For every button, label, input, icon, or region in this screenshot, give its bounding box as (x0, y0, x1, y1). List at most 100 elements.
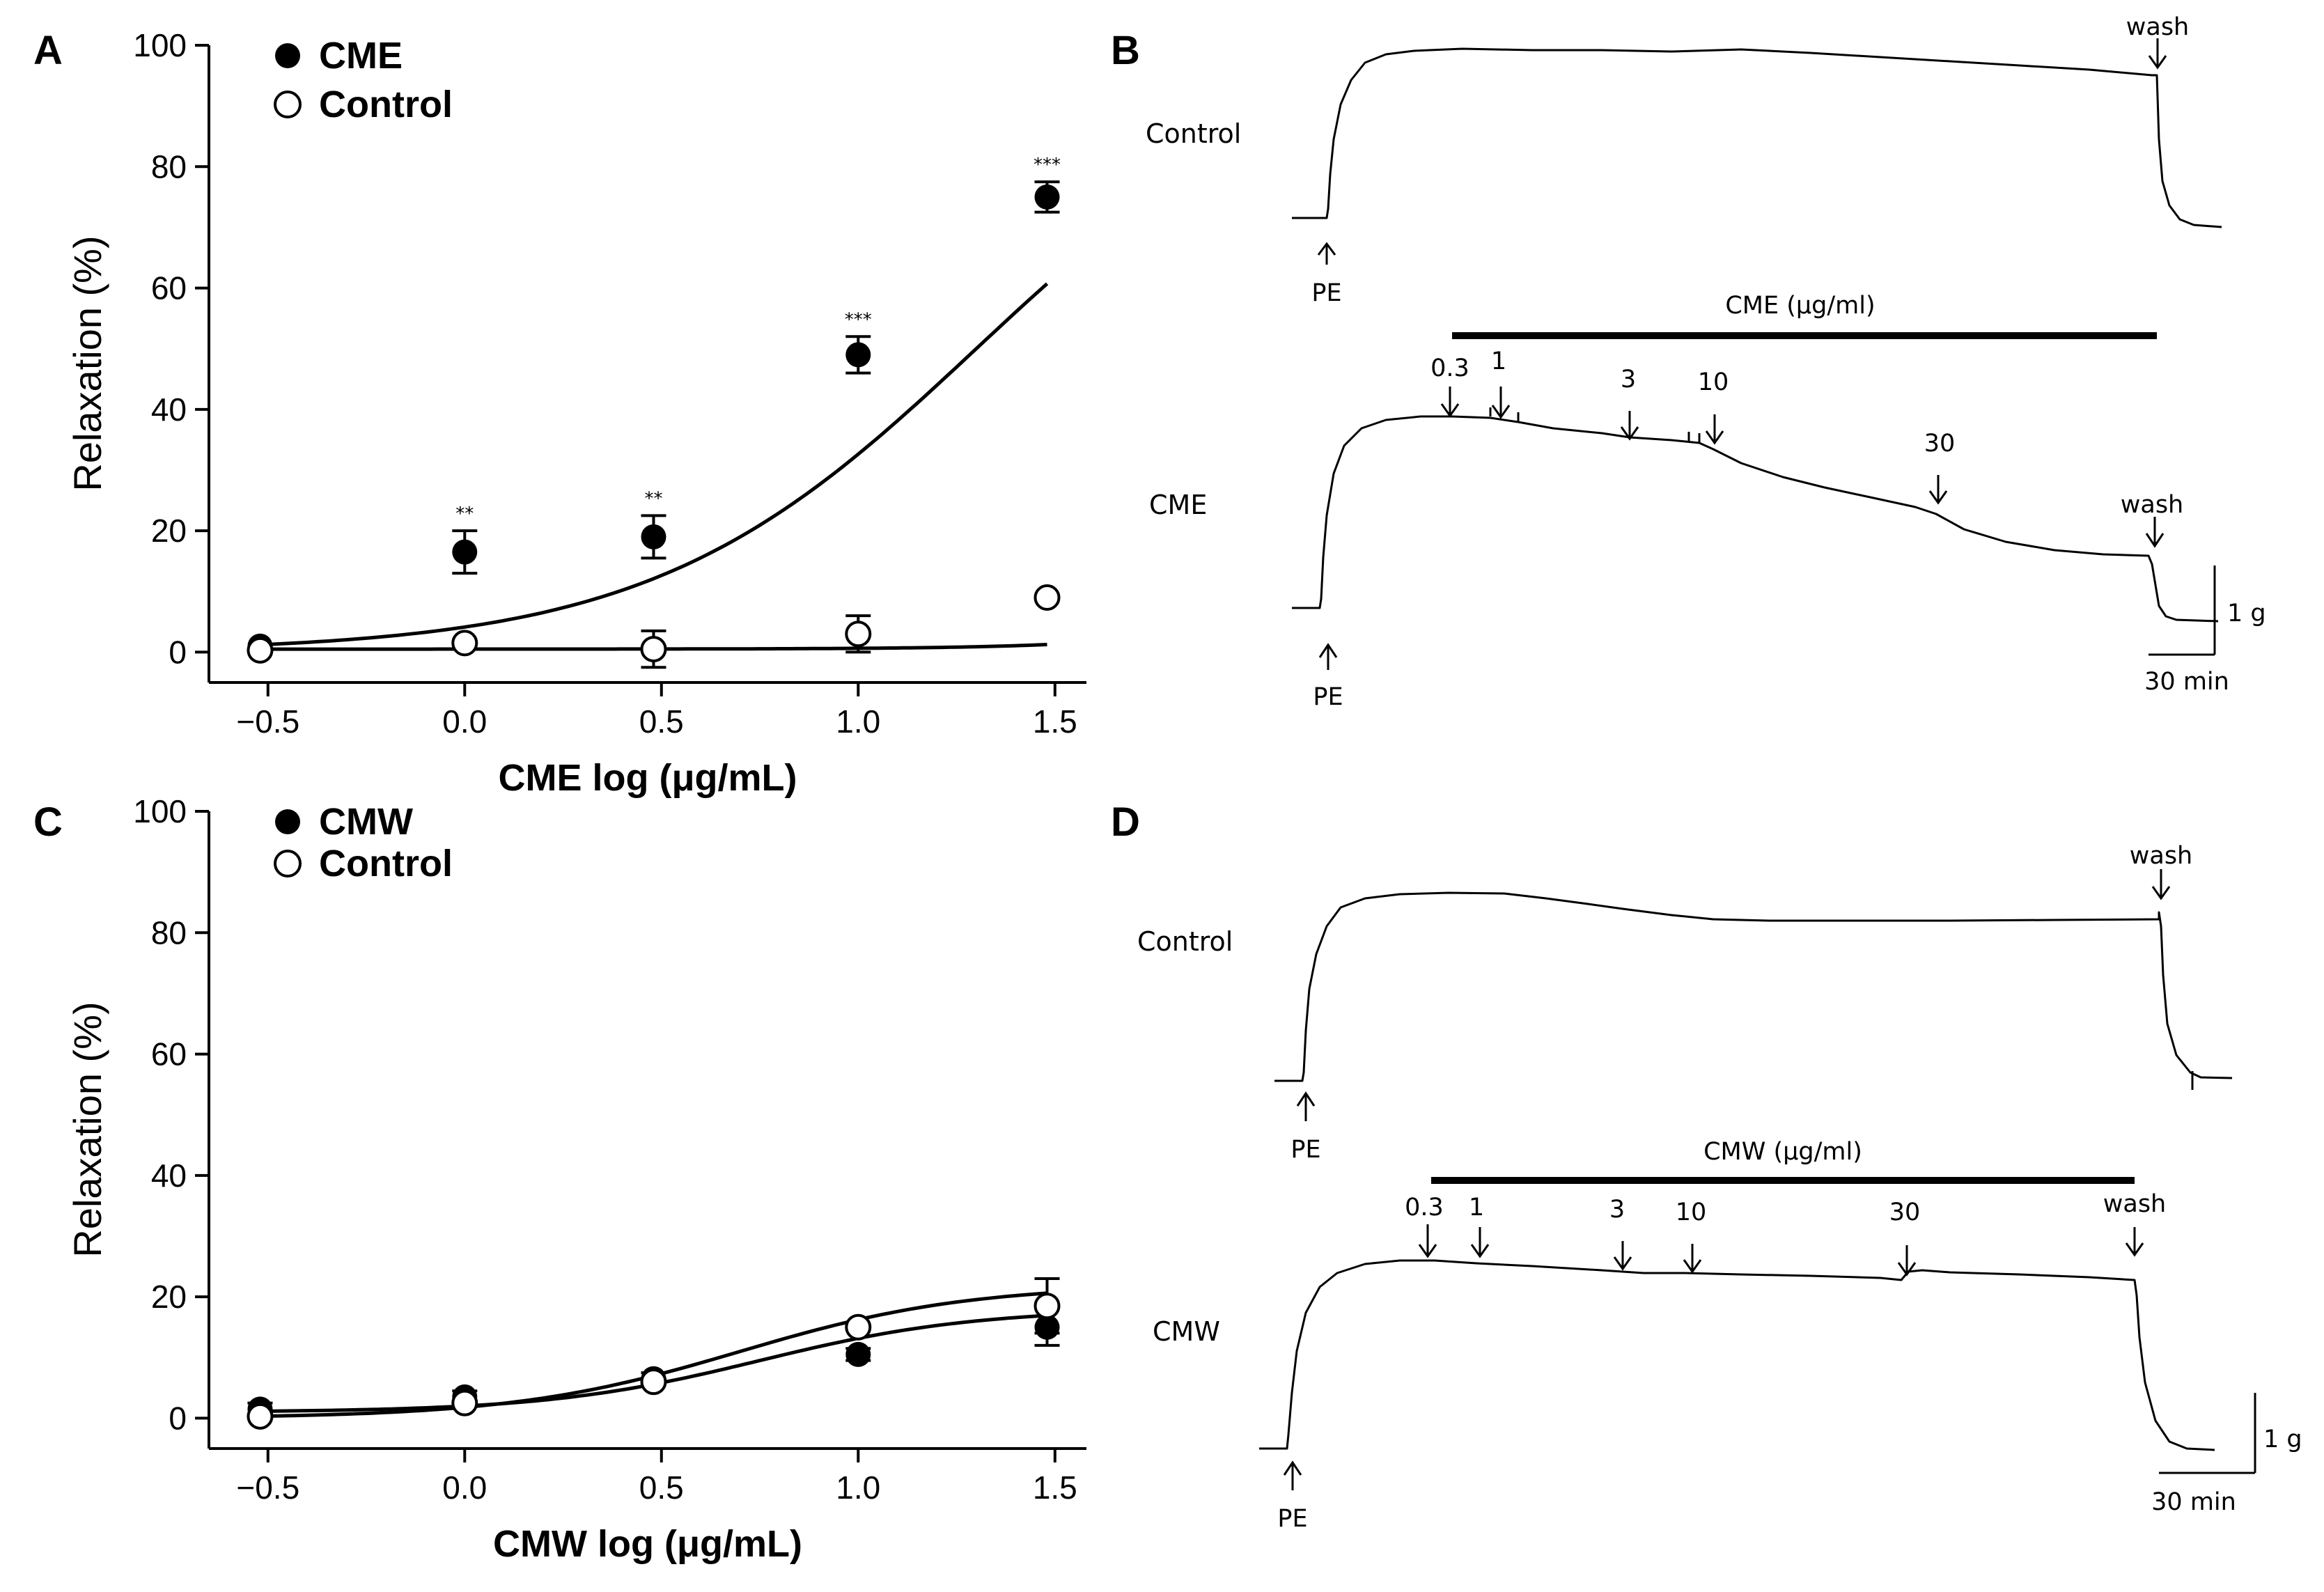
y-tick-label: 20 (151, 513, 187, 549)
y-tick-label: 0 (169, 634, 187, 670)
panel-d-control-pe-arrow-icon (1296, 1091, 1316, 1121)
panel-d-cmw-wash-arrow-icon (2125, 1227, 2144, 1257)
panel-b-dose-label: 30 (1924, 430, 1956, 458)
data-point-control (845, 1313, 872, 1341)
fit-curve-cmw (260, 1313, 1047, 1413)
significance-label: ** (455, 504, 474, 524)
x-tick-label: 0.5 (639, 1469, 684, 1506)
panel-d-cmw-label: CMW (1153, 1316, 1220, 1347)
panel-letter-d: D (1111, 799, 1140, 845)
panel-b-cme-injection-artifacts (1489, 407, 1701, 442)
panel-b-dose-label: 0.3 (1430, 354, 1469, 382)
x-tick-label: 0.0 (442, 703, 487, 740)
y-tick-label: 40 (151, 1157, 187, 1194)
data-point-control (451, 1389, 478, 1417)
panel-b-dose-label: 1 (1491, 348, 1506, 375)
panel-b-dose-label: 3 (1621, 366, 1636, 393)
panel-b-treatment-bar-label: CME (μg/ml) (1725, 292, 1875, 320)
x-tick-label: 0.5 (639, 703, 684, 740)
legend-marker-filled-icon (275, 809, 300, 834)
panel-c-legend: CMW Control (274, 801, 453, 884)
panel-d-traces: D Control PE wash CMW (μg/ml) CMW PE was… (1111, 799, 2302, 1533)
panel-a-data-points: ********** (247, 155, 1061, 669)
panel-b-dose-arrow-icon (1928, 475, 1948, 505)
panel-a-legend-control: Control (319, 84, 453, 125)
data-point-control (451, 630, 478, 657)
x-tick-label: −0.5 (236, 1469, 299, 1506)
panel-a-fit-curves (260, 282, 1049, 651)
panel-b-scale-x-label: 30 min (2144, 668, 2229, 696)
panel-d-dose-arrow-icon (1470, 1227, 1490, 1258)
y-tick-label: 60 (151, 1036, 187, 1072)
panel-b-control-pe-arrow-icon (1317, 242, 1336, 265)
x-tick-label: 1.0 (836, 1469, 880, 1506)
panel-d-dose-arrow-icon (1613, 1241, 1632, 1271)
panel-b-cme-pe-arrow-icon (1318, 643, 1338, 670)
panel-b-control-wash-label: wash (2126, 13, 2190, 41)
data-point-cme (641, 524, 666, 549)
y-tick-label: 0 (169, 1400, 187, 1436)
x-tick-label: 1.0 (836, 703, 880, 740)
panel-b-dose-arrow-icon (1620, 411, 1639, 441)
panel-c-legend-control: Control (319, 843, 453, 884)
legend-marker-filled-icon (275, 43, 300, 68)
panel-b-control-wash-arrow-icon (2148, 38, 2167, 70)
panel-d-dose-arrow-icon (1897, 1245, 1917, 1277)
panel-d-dose-label: 1 (1469, 1194, 1484, 1222)
panel-d-control-trace (1274, 891, 2233, 1082)
panel-c-x-label: CMW log (μg/mL) (493, 1523, 802, 1565)
panel-d-cmw-pe-label: PE (1277, 1505, 1307, 1533)
panel-b-cme-pe-label: PE (1313, 683, 1343, 711)
panel-d-dose-label: 10 (1676, 1199, 1707, 1226)
x-tick-label: 1.5 (1033, 703, 1077, 740)
panel-d-control-pe-label: PE (1290, 1136, 1320, 1164)
x-tick-label: 0.0 (442, 1469, 487, 1506)
panel-d-treatment-bar-label: CMW (μg/ml) (1703, 1138, 1862, 1166)
panel-d-cmw-wash-label: wash (2103, 1190, 2167, 1218)
panel-d-scale-bar (2159, 1393, 2256, 1474)
panel-b-traces: B Control PE wash CME (μg/ml) CME PE was… (1111, 13, 2266, 711)
panel-b-control-trace (1292, 47, 2222, 228)
y-tick-label: 80 (151, 148, 187, 185)
panel-d-dose-label: 0.3 (1405, 1194, 1444, 1222)
panel-d-dose-label: 3 (1609, 1196, 1625, 1224)
panel-b-dose-label: 10 (1698, 368, 1729, 396)
panel-c-fit-curves (260, 1291, 1047, 1419)
y-tick-label: 20 (151, 1279, 187, 1315)
panel-letter-c: C (33, 799, 63, 845)
panel-b-cme-trace (1292, 415, 2219, 623)
panel-a-y-label: Relaxation (%) (65, 235, 109, 491)
panel-b-dose-arrow-icon (1440, 387, 1460, 418)
data-point-control (1034, 584, 1061, 611)
panel-a-x-label: CME log (μg/mL) (499, 757, 797, 799)
panel-d-dose-arrow-icon (1683, 1244, 1702, 1274)
panel-d-dose-label: 30 (1889, 1199, 1921, 1226)
panel-b-dose-arrow-icon (1491, 387, 1511, 419)
data-point-control (640, 1368, 667, 1396)
fit-curve-cme (260, 282, 1049, 647)
panel-d-cmw-pe-arrow-icon (1283, 1460, 1302, 1490)
panel-c-legend-cmw: CMW (319, 801, 413, 843)
panel-a-legend: CME Control (274, 35, 453, 125)
data-point-cme (1034, 184, 1060, 210)
panel-letter-b: B (1111, 28, 1140, 73)
panel-b-dose-arrow-icon (1705, 414, 1724, 445)
panel-b-cme-wash-arrow-icon (2145, 517, 2165, 548)
panel-b-control-pe-label: PE (1311, 279, 1341, 307)
data-point-cmw (845, 1341, 871, 1367)
y-tick-label: 100 (133, 793, 187, 829)
data-point-control (1034, 1293, 1061, 1320)
fit-curve-control (260, 1291, 1047, 1419)
panel-b-cme-label: CME (1149, 490, 1207, 520)
data-point-control (640, 636, 667, 663)
legend-marker-open-icon (274, 91, 302, 118)
x-tick-label: 1.5 (1033, 1469, 1077, 1506)
data-point-cme (845, 342, 871, 368)
significance-label: *** (1034, 155, 1061, 175)
panel-d-control-wash-label: wash (2130, 842, 2193, 870)
panel-d-control-wash-arrow-icon (2151, 869, 2171, 900)
